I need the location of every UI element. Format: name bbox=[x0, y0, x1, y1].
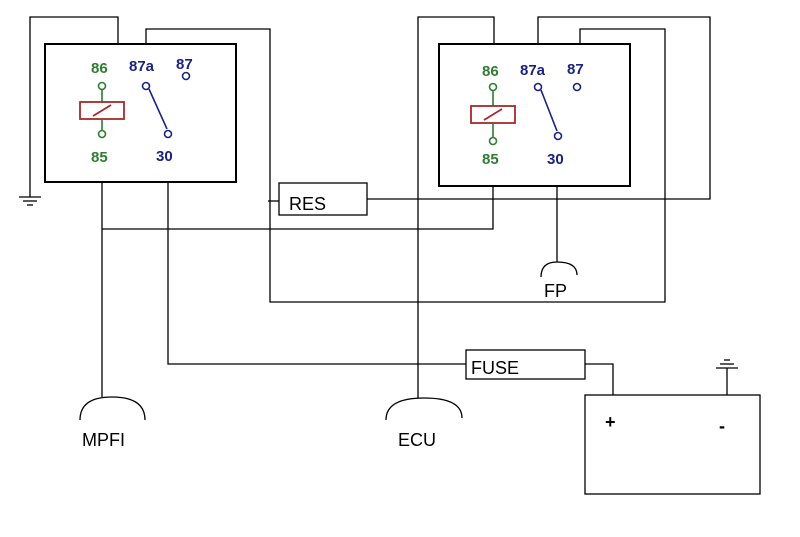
relay-left-label-30: 30 bbox=[156, 148, 173, 165]
mpfi-arc bbox=[79, 396, 146, 421]
fuel-pump: FP bbox=[540, 261, 578, 301]
relay-right-pin30-terminal bbox=[553, 131, 563, 141]
battery-plus-label: + bbox=[605, 412, 616, 432]
relay-right: 86 87a 87 85 30 bbox=[438, 43, 631, 187]
relay-right-label-86: 86 bbox=[482, 63, 499, 80]
mpfi-label: MPFI bbox=[82, 430, 125, 450]
battery-box bbox=[584, 394, 761, 495]
relay-left-label-87a: 87a bbox=[129, 58, 155, 75]
wires bbox=[29, 16, 728, 398]
wire-ecu bbox=[417, 16, 495, 398]
ecu-label: ECU bbox=[398, 430, 436, 450]
wire-left-30-fuse bbox=[167, 182, 466, 365]
wire-res-right bbox=[367, 16, 711, 200]
relay-left-pin85-terminal bbox=[97, 129, 107, 139]
ground-symbol-left bbox=[19, 196, 41, 206]
wire-cross-85 bbox=[102, 186, 494, 230]
relay-right-pin85-terminal bbox=[488, 136, 498, 146]
relay-right-pin87-terminal bbox=[572, 82, 582, 92]
battery: + - bbox=[584, 394, 761, 495]
fuel-pump-label: FP bbox=[544, 281, 567, 301]
ground-symbol-battery bbox=[716, 359, 738, 369]
fuse-label: FUSE bbox=[471, 358, 519, 378]
relay-left-pin87-terminal bbox=[181, 71, 191, 81]
fuse-box bbox=[465, 349, 586, 380]
relay-right-label-87a: 87a bbox=[520, 62, 546, 79]
ecu-arc bbox=[385, 397, 463, 421]
wire-left-ground bbox=[29, 16, 119, 197]
resistor: RES bbox=[278, 182, 368, 216]
relay-left: 86 87a 87 85 30 bbox=[44, 43, 237, 183]
relay-right-label-87: 87 bbox=[567, 61, 584, 78]
ecu-connector: ECU bbox=[385, 397, 463, 450]
relay-left-label-86: 86 bbox=[91, 60, 108, 77]
relay-right-pin87a-terminal bbox=[533, 82, 543, 92]
wire-fuse-battery bbox=[585, 363, 614, 395]
resistor-label: RES bbox=[289, 194, 326, 214]
resistor-box bbox=[278, 182, 368, 216]
relay-left-label-87: 87 bbox=[176, 56, 193, 73]
wire-left-87 bbox=[145, 28, 666, 303]
relay-left-pin30-terminal bbox=[163, 129, 173, 139]
relay-right-label-30: 30 bbox=[547, 151, 564, 168]
mpfi-connector: MPFI bbox=[79, 396, 146, 450]
battery-minus-label: - bbox=[719, 416, 725, 436]
fuel-pump-connector bbox=[540, 261, 578, 278]
relay-right-label-85: 85 bbox=[482, 151, 499, 168]
relay-left-body bbox=[44, 43, 237, 183]
fuse: FUSE bbox=[465, 349, 586, 380]
relay-left-label-85: 85 bbox=[91, 149, 108, 166]
relay-left-pin87a-terminal bbox=[141, 81, 151, 91]
